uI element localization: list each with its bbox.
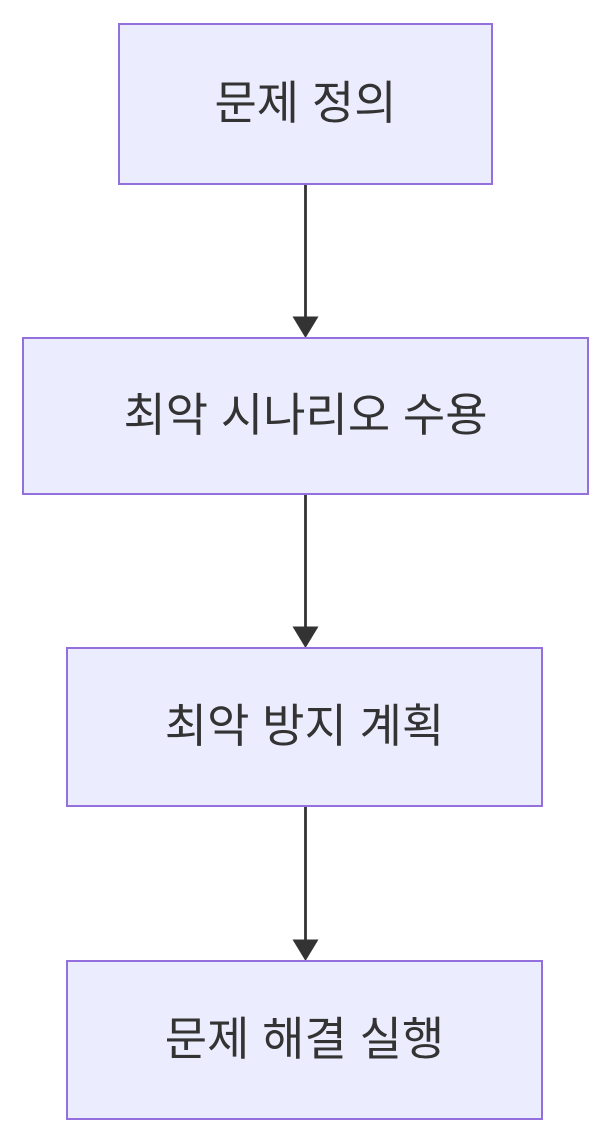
edge-arrow-3	[292, 806, 319, 961]
node-define-problem: 문제 정의	[118, 23, 493, 185]
arrowhead-down-icon	[292, 316, 319, 338]
node-label: 최악 방지 계획	[164, 700, 445, 753]
node-execute-problem-solving: 문제 해결 실행	[66, 960, 543, 1120]
node-label: 문제 해결 실행	[164, 1013, 445, 1066]
node-label: 문제 정의	[214, 77, 397, 130]
node-label: 최악 시나리오 수용	[123, 389, 488, 442]
edge-arrow-2	[292, 494, 319, 648]
edge-arrow-1	[292, 184, 319, 338]
arrowhead-down-icon	[292, 626, 319, 648]
arrowhead-down-icon	[292, 939, 319, 961]
node-worst-case-prevention-plan: 최악 방지 계획	[66, 647, 543, 807]
node-accept-worst-case-scenario: 최악 시나리오 수용	[22, 337, 589, 495]
